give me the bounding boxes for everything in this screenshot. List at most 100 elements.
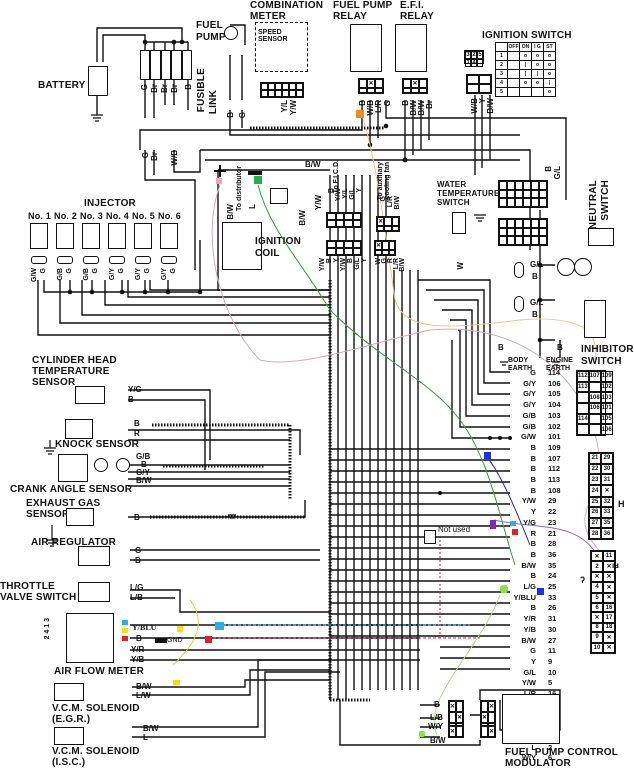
ecu-pin-cell: 2 [591,561,603,572]
body-earth-label-2: EARTH [508,365,533,372]
ecu-terminal-pin: 33 [548,592,557,602]
ecu-terminal-pin: 109 [548,442,561,452]
afm-pin-note: 2 4 1 3 [44,618,51,640]
ignition-switch-label: IGNITION SWITCH [482,30,572,41]
crank-wire-gy: G/Y [136,468,150,477]
ecu-pin-cell: 31 [601,474,613,485]
water-temp-label-1: WATER [437,180,467,189]
ecu-pin-cell: 17 [603,612,615,623]
injector-6-wire-a: G/Y [161,268,168,281]
ecu-pin-cell: ✕ [603,632,615,643]
water-temp-label-2: TEMPERATURE [437,189,500,198]
ecu-terminal-wire: Y/B [523,624,536,634]
injector-3-connector [83,256,99,264]
neutral-switch-label-2: SWITCH [600,180,611,221]
ecu-terminal-wire: Y/BLU [513,592,537,602]
knock-sensor [65,419,93,439]
ecu-pin-cell: ✕ [601,484,613,497]
ecu-terminal-pin: 30 [548,624,557,634]
ecu-terminal-pin: 106 [548,378,561,388]
fusible-wire-br2: Br [160,84,169,93]
exhaust-gas-label-1: EXHAUST GAS [26,498,101,509]
injector-4-wire-b: G [118,268,125,274]
ignition-coil-label-2: COIL [255,248,280,259]
ecu-terminal-pin: 105 [548,389,561,399]
efi-relay-wire-br: Br [425,100,434,109]
ecu-terminal-pin: 11 [548,646,556,656]
modulator-connector-b: ✕✕✕ [480,700,496,738]
vcm-egr-label-2: (E.G.R.) [52,714,91,725]
ecu-pin-cell: ✕ [603,642,615,653]
knock-wire-r: R [134,429,140,438]
marker-yellow-1 [173,680,180,685]
neutral-relay-b [514,296,524,312]
afm-gnd-label: GND [167,637,183,644]
ecu-pin-cell: 21 [589,453,601,464]
injector-3-wire-a: G/B [83,268,90,281]
ign-sw-wire-bw: B/W [486,98,495,114]
marker-cyan-2 [215,622,224,630]
earth-wire-2: B [557,343,563,352]
efi-relay [395,24,427,72]
ecu-pin-cell: 33 [601,507,613,518]
ecu-terminal-wire: B [530,603,536,613]
shield-knock [152,423,292,500]
marker-green-coil [254,176,262,184]
ecu-terminal-wire: B [530,475,536,484]
exhaust-gas-sensor [66,508,94,526]
ign-sw-connector [466,74,492,94]
marker-lime-1 [500,585,508,593]
speed-sensor-label-1: SPEED [258,29,282,36]
ecu-terminal-wire: Y [530,656,536,666]
egr-wire-bw: B/W [136,682,152,691]
fuel-pump-label-1: FUEL [196,20,223,31]
ecu-pin-cell: 28 [589,528,601,539]
ecu-pin-cell [577,424,589,435]
ecu-pin-cell [588,381,601,393]
vcm-isc-solenoid [54,727,84,745]
ecu-terminal-wire: Y/W [521,496,536,506]
ecu-pin-cell: 101 [600,402,613,414]
marker-red-1 [512,529,518,535]
ecu-terminal-pin: 104 [548,400,561,410]
injector-5-wire-a: G/Y [135,268,142,281]
knock-sensor-label: KNOCK SENSOR [55,439,140,450]
mid-connector-2: ✕ [374,240,396,256]
ficd-connector [326,212,362,228]
injector-label: INJECTOR [84,198,136,209]
ecu-terminal-wire: B [530,549,536,559]
ecu-pin-cell [588,424,601,435]
injector-5-label: No. 5 [132,211,156,221]
injector-2-label: No. 2 [54,211,78,221]
ecu-pin-cell: 32 [601,496,613,508]
isc-wire-l: L [143,733,148,742]
ecu-terminal-wire: B [530,485,536,495]
ecu-pin-cell: ✕ [603,582,615,593]
ecu-terminal-wire: B/W [521,635,536,645]
injector-1-label: No. 1 [28,211,52,221]
battery [88,66,108,96]
ecu-terminal-pin: 29 [548,496,557,506]
ecu-pin-cell: 23 [589,474,601,485]
ecu-terminal-pin: 108 [548,485,561,495]
injector-1-connector [31,256,47,264]
fan-connector: ✕ [376,216,400,232]
ecu-terminal-wire: Y/R [523,614,536,624]
neutral-relay-a [514,262,524,278]
ecu-pin-cell: 30 [601,463,613,475]
ecu-terminal-wire: B [530,442,536,452]
injector-6 [160,223,178,249]
ecu-terminal-pin: 23 [548,517,557,527]
crank-connector-b [116,458,130,472]
injector-5-wire-b: G [144,268,151,274]
battery-label: BATTERY [38,80,86,91]
combination-meter-box [255,22,308,72]
fuel-pump-relay [350,24,382,72]
efi-relay-connector: ✕ [402,78,428,94]
exhaust-wire-b: B [134,513,140,522]
coil-side-wire-bw-top: B/W [305,160,321,169]
air-regulator-label: AIR REGULATOR [31,537,117,548]
